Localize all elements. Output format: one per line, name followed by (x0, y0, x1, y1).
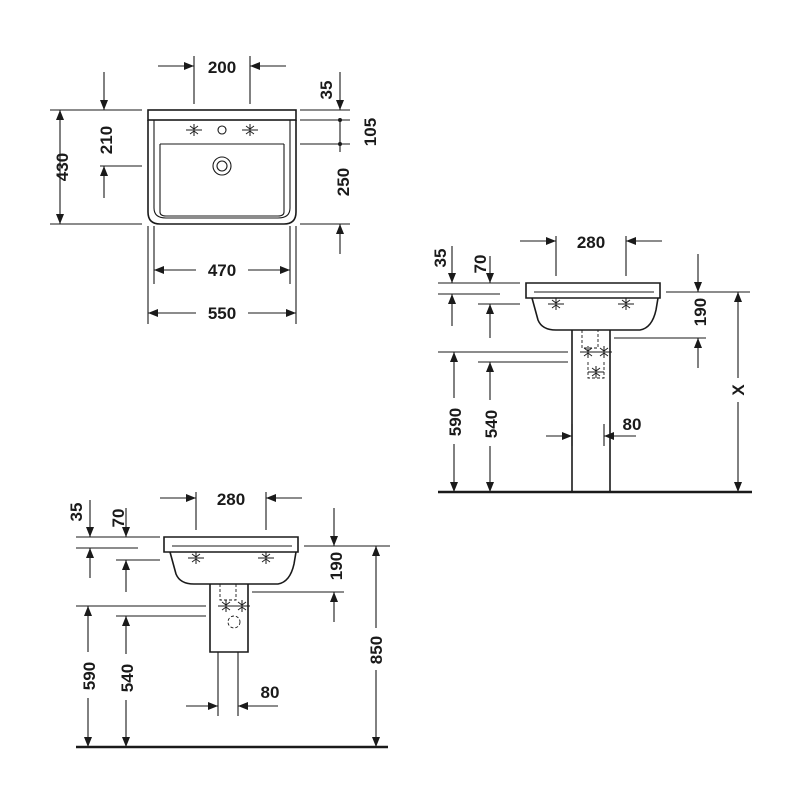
dimension-label-470: 470 (208, 261, 236, 280)
dimension-label-35: 35 (67, 503, 86, 522)
dimension-550: 550 (147, 226, 297, 324)
pedestal (209, 584, 251, 653)
dimension-label-x: X (729, 384, 748, 396)
dimension-280: 280 (520, 233, 662, 276)
drain-outlet (212, 156, 232, 176)
dimension-470: 470 (153, 226, 291, 284)
basin-top-outline (147, 109, 297, 225)
dimension-850: 850 (367, 546, 386, 747)
dimension-label-540: 540 (482, 410, 501, 438)
dimension-label-280: 280 (217, 490, 245, 509)
dimension-105: 105 (300, 118, 380, 146)
dimension-label-70: 70 (471, 255, 490, 274)
dimension-label-280: 280 (577, 233, 605, 252)
dimension-80: 80 (546, 415, 641, 446)
dimension-190: 190 (252, 508, 390, 622)
basin-side-outline (525, 282, 661, 331)
side-view-x: 280 35 70 190 (431, 233, 752, 494)
dimension-label-540: 540 (118, 664, 137, 692)
dimension-35: 35 (67, 500, 160, 578)
tap-holes (185, 123, 259, 137)
dimension-label-35: 35 (317, 81, 336, 100)
dimension-190: 190 (614, 254, 750, 368)
dimension-35-top: 35 (300, 72, 350, 152)
dimension-label-550: 550 (208, 304, 236, 323)
dimension-label-590: 590 (446, 408, 465, 436)
dimension-200: 200 (158, 56, 286, 104)
dimension-label-210: 210 (97, 126, 116, 154)
dimension-210: 210 (97, 72, 142, 198)
dimension-540: 540 (116, 615, 206, 747)
dimension-80: 80 (186, 652, 279, 716)
dimension-label-35: 35 (431, 249, 450, 268)
dimension-label-190: 190 (327, 552, 346, 580)
dimension-590: 590 (438, 351, 568, 492)
dimension-label-80: 80 (623, 415, 642, 434)
pedestal (571, 330, 613, 492)
dimension-35: 35 (431, 246, 520, 326)
dimension-x: X (729, 292, 748, 492)
dimension-label-105: 105 (361, 118, 380, 146)
dimension-label-80: 80 (261, 683, 280, 702)
dimension-540: 540 (478, 361, 568, 492)
dimension-590: 590 (76, 605, 206, 747)
dimension-label-590: 590 (80, 662, 99, 690)
top-view: 200 35 105 250 (50, 56, 380, 324)
dimension-label-70: 70 (109, 509, 128, 528)
dimension-250: 250 (300, 168, 353, 254)
dimension-label-200: 200 (208, 58, 236, 77)
dimension-70: 70 (109, 508, 160, 592)
side-view-850: 280 35 70 190 (67, 490, 390, 749)
dimension-label-190: 190 (691, 298, 710, 326)
dimension-label-250: 250 (334, 168, 353, 196)
dimension-430: 430 (50, 109, 142, 225)
basin-side-outline (163, 536, 299, 585)
dimension-70: 70 (471, 255, 520, 338)
dimension-280: 280 (160, 490, 302, 530)
dimension-label-430: 430 (53, 153, 72, 181)
dimension-label-850: 850 (367, 636, 386, 664)
